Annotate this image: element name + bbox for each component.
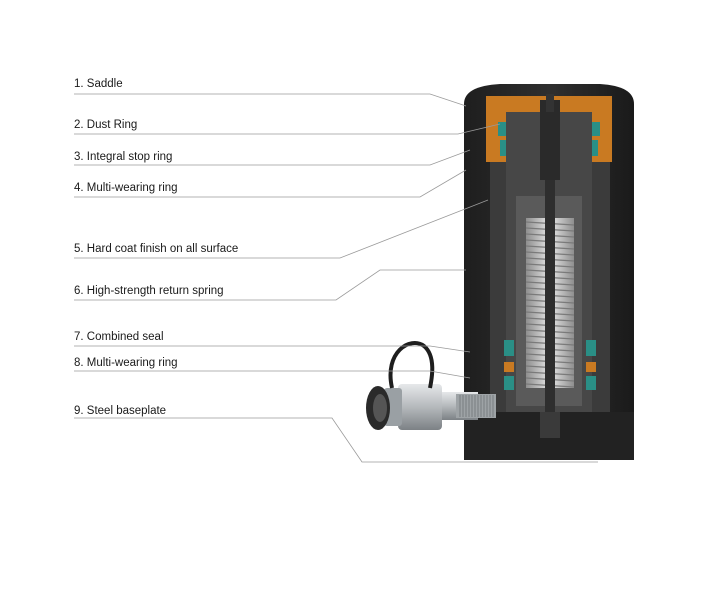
callout-text: High-strength return spring [83, 285, 224, 297]
callout-text: Dust Ring [83, 119, 138, 131]
callout-text: Combined seal [83, 331, 164, 343]
coupler-fitting [366, 341, 496, 430]
callout-label: 2. Dust Ring [74, 119, 137, 132]
callout-text: Multi-wearing ring [83, 357, 178, 369]
callout-label: 3. Integral stop ring [74, 151, 172, 164]
callout-number: 1. [74, 78, 84, 90]
callout-label: 9. Steel baseplate [74, 405, 166, 418]
rod-shaft [540, 100, 560, 180]
callout-text: Hard coat finish on all surface [83, 243, 239, 255]
dust-cap-strap [388, 341, 435, 389]
leader-line [74, 93, 467, 107]
callout-number: 6. [74, 285, 84, 297]
callout-text: Steel baseplate [83, 405, 167, 417]
leader-line [74, 417, 598, 463]
callout-label: 6. High-strength return spring [74, 285, 224, 298]
callout-text: Multi-wearing ring [83, 182, 178, 194]
callout-number: 8. [74, 357, 84, 369]
callout-number: 4. [74, 182, 84, 194]
leader-line [74, 199, 489, 259]
leader-line [74, 123, 501, 135]
wearing-ring-lower [504, 362, 514, 372]
leader-line [74, 269, 466, 301]
callout-number: 3. [74, 151, 84, 163]
combined-seal [504, 340, 514, 356]
leader-line [74, 169, 467, 198]
callout-label: 5. Hard coat finish on all surface [74, 243, 238, 256]
callout-label: 7. Combined seal [74, 331, 164, 344]
callout-label: 1. Saddle [74, 78, 123, 91]
leader-line [74, 370, 471, 379]
callout-label: 8. Multi-wearing ring [74, 357, 178, 370]
callout-number: 7. [74, 331, 84, 343]
callout-number: 5. [74, 243, 84, 255]
callout-text: Integral stop ring [83, 151, 173, 163]
callout-number: 2. [74, 119, 84, 131]
callout-label: 4. Multi-wearing ring [74, 182, 178, 195]
callout-number: 9. [74, 405, 84, 417]
callout-text: Saddle [83, 78, 123, 90]
leader-line [74, 345, 471, 353]
leader-line [74, 149, 471, 166]
leader-lines [74, 93, 598, 463]
dust-ring-seal [498, 122, 506, 136]
wearing-ring-upper [500, 140, 506, 156]
